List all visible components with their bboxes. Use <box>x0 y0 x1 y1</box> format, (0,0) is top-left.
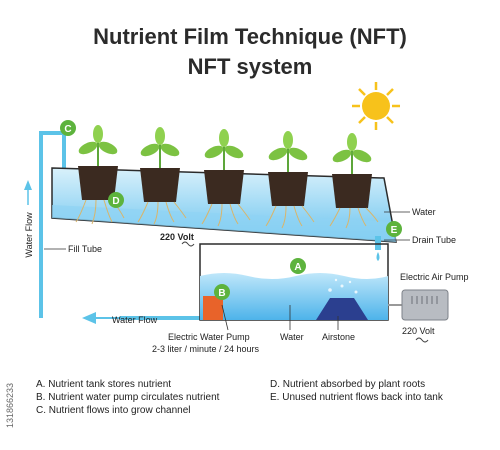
volt-bottom-label: 220 Volt <box>402 326 435 336</box>
marker-d: D <box>108 192 124 208</box>
electric-water-pump <box>203 296 223 320</box>
marker-a-label: A <box>294 262 301 273</box>
nutrient-tank <box>199 243 389 321</box>
plant-2 <box>137 127 187 225</box>
plant-3 <box>201 129 251 227</box>
fill-tube <box>39 131 200 320</box>
water-bottom-label: Water <box>280 332 304 342</box>
stock-id-label: 131866233 <box>5 382 15 428</box>
legend-a: A. Nutrient tank stores nutrient <box>36 379 172 390</box>
stock-id-watermark: 131866233 <box>3 340 17 430</box>
water-flow-arrow <box>82 312 96 324</box>
plant-5 <box>329 133 379 229</box>
plant-4 <box>265 131 315 229</box>
page-title: Nutrient Film Technique (NFT) <box>93 24 407 49</box>
airstone-label: Airstone <box>322 332 355 342</box>
fill-tube-label: Fill Tube <box>68 244 102 254</box>
water-top-label: Water <box>412 207 436 217</box>
legend-c: C. Nutrient flows into grow channel <box>36 405 191 416</box>
marker-a: A <box>290 258 306 274</box>
airstone <box>316 298 368 320</box>
legend-e: E. Unused nutrient flows back into tank <box>270 392 443 403</box>
volt-top-label: 220 Volt <box>160 232 194 242</box>
plant-pots <box>75 125 379 229</box>
marker-c: C <box>60 120 76 136</box>
power-wire-bottom <box>415 337 429 343</box>
electric-air-pump <box>388 289 449 321</box>
sun-icon <box>352 82 400 130</box>
pump-rate-label: 2-3 liter / minute / 24 hours <box>152 344 260 354</box>
legend-d: D. Nutrient absorbed by plant roots <box>270 379 426 390</box>
marker-c-label: C <box>64 124 71 135</box>
water-flow-vertical-label: Water Flow <box>24 212 34 258</box>
marker-b-label: B <box>218 288 225 299</box>
marker-b: B <box>214 284 230 300</box>
water-flow-horizontal-label: Water Flow <box>112 315 158 325</box>
drain-tube-label: Drain Tube <box>412 235 456 245</box>
drain-tube <box>375 236 381 261</box>
page-subtitle: NFT system <box>187 54 313 79</box>
marker-d-label: D <box>112 196 119 207</box>
electric-air-pump-label: Electric Air Pump <box>400 272 469 282</box>
water-flow-up-arrow <box>24 180 32 190</box>
electric-water-pump-label: Electric Water Pump <box>168 332 250 342</box>
legend-b: B. Nutrient water pump circulates nutrie… <box>36 392 220 403</box>
plant-1 <box>75 125 125 225</box>
marker-e-label: E <box>391 225 398 236</box>
marker-e: E <box>386 221 402 237</box>
power-wire-top <box>181 241 195 247</box>
